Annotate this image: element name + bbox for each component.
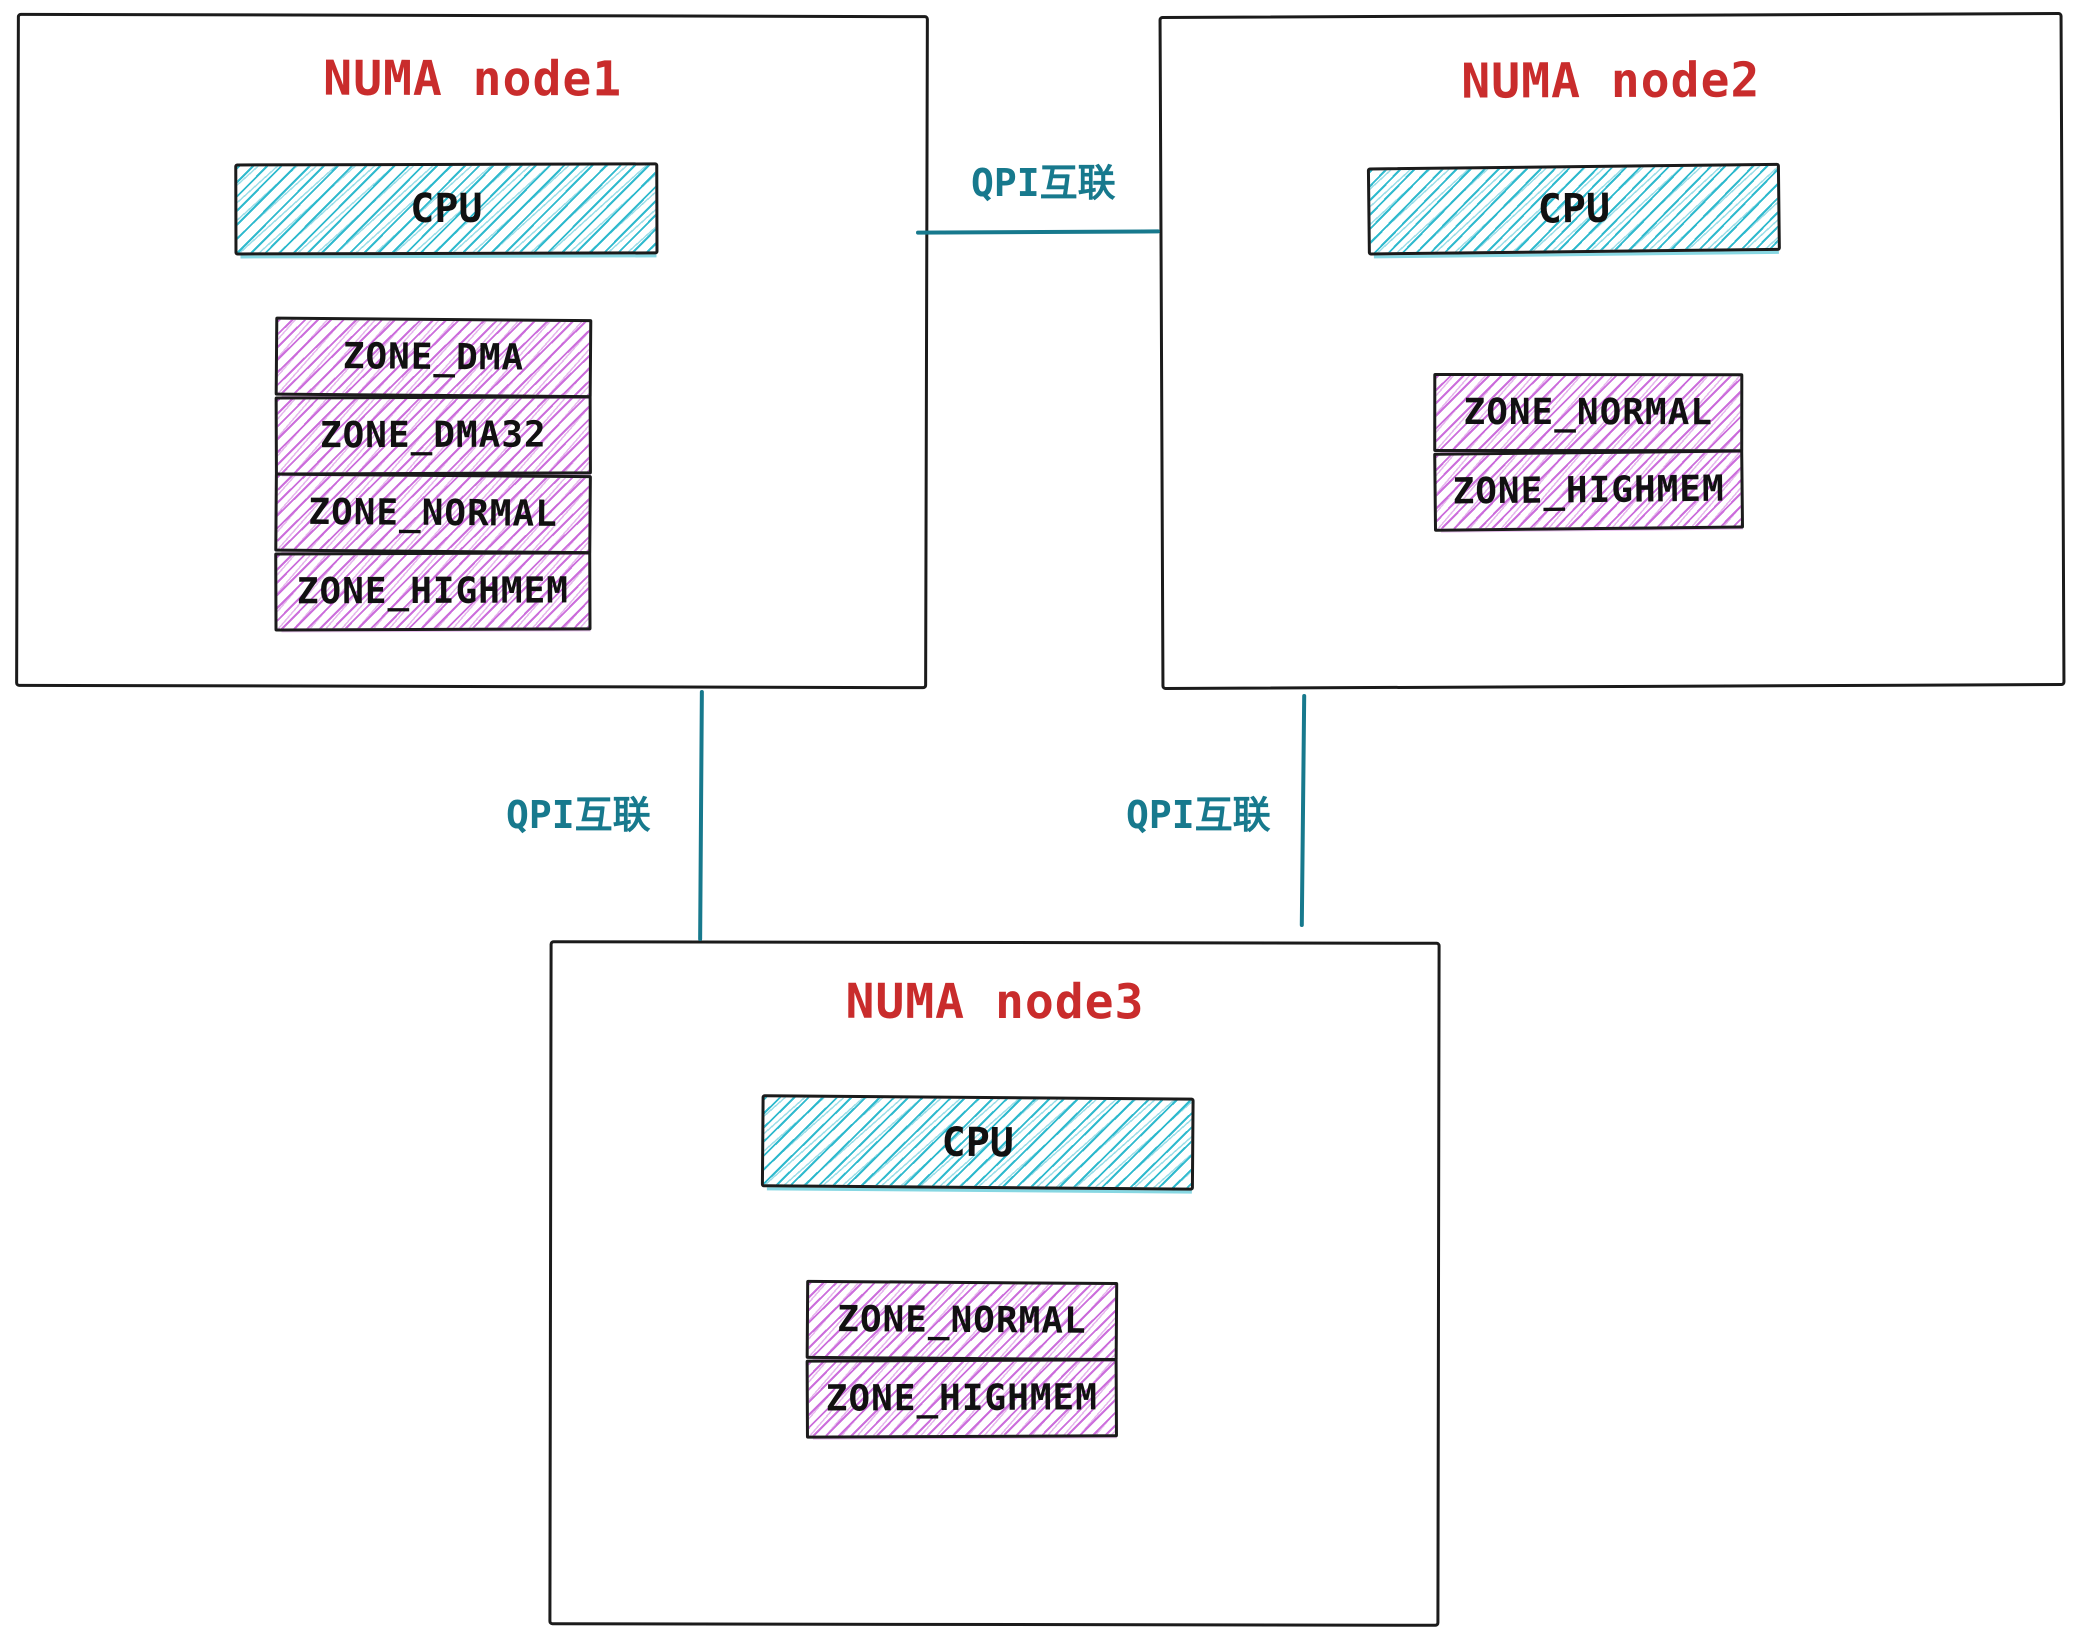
zone-box-highmem: ZONE_HIGHMEM [1433, 449, 1745, 532]
qpi-link-node1-node3 [698, 689, 704, 942]
numa-node1-cpu-box: CPU [234, 162, 659, 256]
qpi-link-node1-node2 [915, 229, 1161, 235]
numa-node3-box: NUMA node3 CPU ZONE_NORMAL ZONE_HIGHMEM [548, 940, 1441, 1627]
qpi-link-node2-node3 [1299, 693, 1307, 928]
numa-node1-box: NUMA node1 CPU ZONE_DMA ZONE_DMA32 ZONE_… [15, 12, 929, 690]
zone-box-normal: ZONE_NORMAL [274, 472, 592, 555]
zone-box-highmem: ZONE_HIGHMEM [805, 1358, 1118, 1439]
numa-node2-box: NUMA node2 CPU ZONE_NORMAL ZONE_HIGHMEM [1158, 12, 2066, 690]
zone-box-normal: ZONE_NORMAL [1433, 372, 1744, 453]
numa-node1-title: NUMA node1 [323, 50, 623, 108]
numa-node3-cpu-box: CPU [760, 1094, 1195, 1191]
numa-node2-zone-stack: ZONE_NORMAL ZONE_HIGHMEM [1433, 372, 1745, 532]
zone-box-normal: ZONE_NORMAL [805, 1279, 1119, 1362]
zone-box-dma: ZONE_DMA [274, 316, 593, 399]
qpi-link-node2-node3-label: QPI互联 [1126, 793, 1271, 837]
numa-node1-zone-stack: ZONE_DMA ZONE_DMA32 ZONE_NORMAL ZONE_HIG… [274, 316, 593, 632]
numa-node3-zone-stack: ZONE_NORMAL ZONE_HIGHMEM [805, 1279, 1119, 1439]
zone-box-highmem: ZONE_HIGHMEM [274, 551, 592, 632]
numa-node2-title: NUMA node2 [1461, 52, 1761, 110]
numa-node3-title: NUMA node3 [845, 973, 1145, 1031]
qpi-link-node1-node2-label: QPI互联 [971, 161, 1116, 205]
zone-box-dma32: ZONE_DMA32 [274, 395, 592, 476]
qpi-link-node1-node3-label: QPI互联 [506, 793, 651, 837]
numa-node2-cpu-box: CPU [1366, 162, 1781, 256]
